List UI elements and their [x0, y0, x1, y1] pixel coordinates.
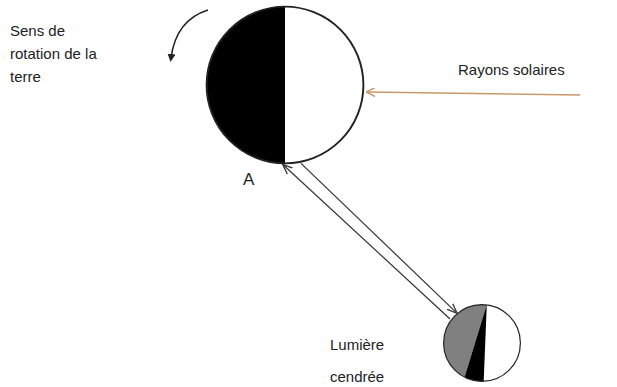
- earth-outline: [207, 7, 364, 164]
- moon-phases: [442, 303, 522, 383]
- earth-circle: A: [205, 5, 365, 165]
- moon-circle: Lumière cendrée: [442, 303, 522, 383]
- rotation-arrow: [171, 10, 208, 58]
- lit-part: [442, 303, 522, 383]
- light-path-arrow: [301, 163, 456, 312]
- light-path-arrow: [283, 165, 450, 319]
- moon-drawing: [442, 303, 522, 383]
- moon-outline: [444, 305, 521, 382]
- rotation-label: Sens de rotation de la terre: [10, 19, 112, 88]
- earth-drawing: [205, 5, 365, 165]
- lit-half: [285, 7, 363, 164]
- sun-rays-label: Rayons solaires: [458, 58, 598, 81]
- night-half: [207, 7, 285, 164]
- node-label: A: [243, 168, 263, 192]
- dark-part: [463, 305, 487, 383]
- node-label: Lumière cendrée: [330, 329, 406, 387]
- earthshine-part: [442, 303, 487, 383]
- sun-ray-arrow: [368, 92, 580, 95]
